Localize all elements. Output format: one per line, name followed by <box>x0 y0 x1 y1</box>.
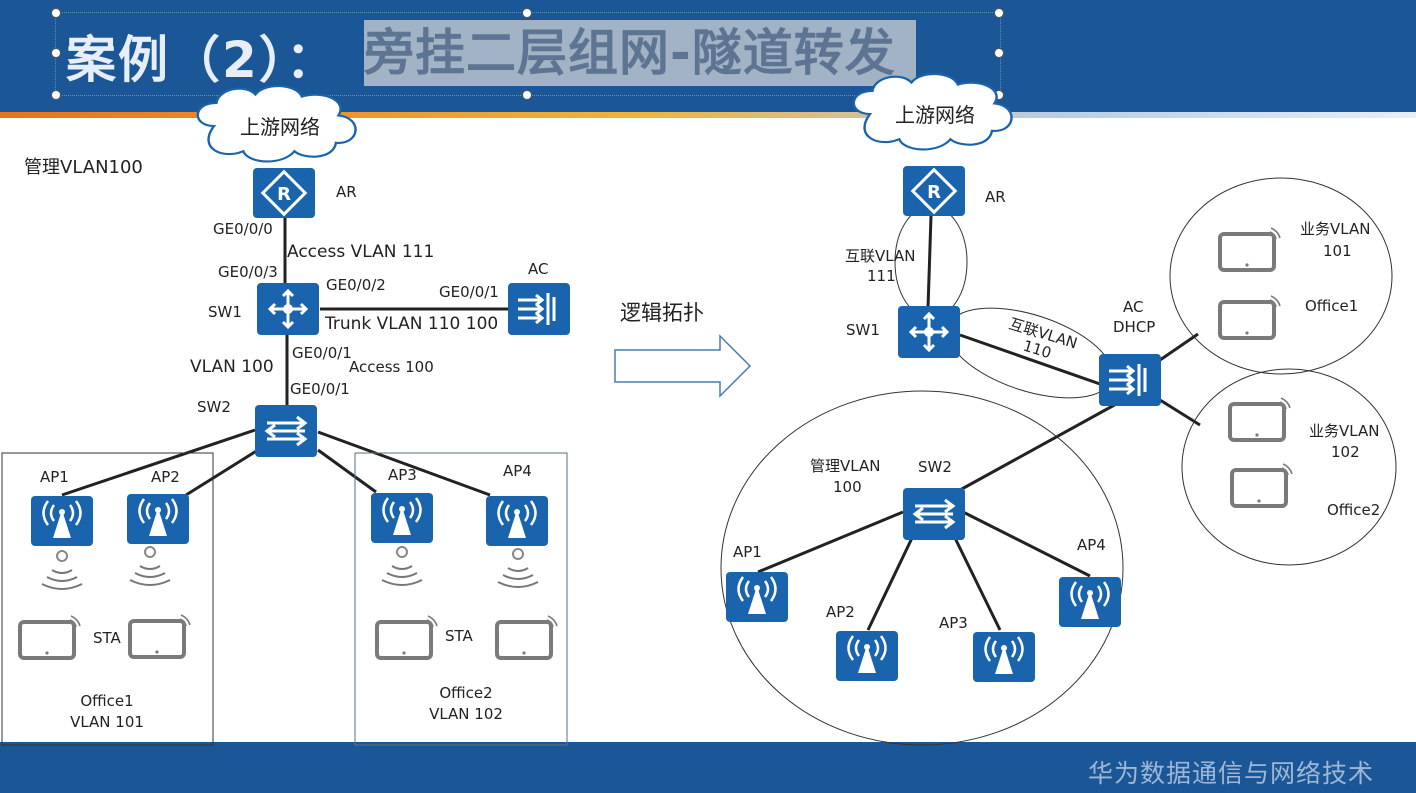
left-ap3-label: AP3 <box>388 466 417 484</box>
left-office1-label: Office1 <box>80 692 133 710</box>
right-biz101-label: 业务VLAN <box>1300 220 1370 238</box>
left-ap2-icon[interactable] <box>125 492 191 546</box>
right-office2-tablet-icon-a <box>1228 396 1292 442</box>
right-office2-tablet-icon-b <box>1230 462 1294 508</box>
left-sw2-up-port-label: GE0/0/1 <box>290 380 350 398</box>
left-sw2-label: SW2 <box>197 398 231 416</box>
resize-handle[interactable] <box>994 8 1004 18</box>
left-sta4-tablet-icon <box>495 614 559 660</box>
left-ap1-icon[interactable] <box>29 494 95 548</box>
left-sw1-l3switch-icon[interactable] <box>255 281 321 337</box>
right-sw1-label: SW1 <box>846 321 880 339</box>
left-sw1-down-port-label: GE0/0/1 <box>292 344 352 362</box>
left-trunk-label: Trunk VLAN 110 100 <box>324 314 498 334</box>
right-ar-router-icon[interactable] <box>901 164 967 218</box>
left-sw1-up-port-label: GE0/0/3 <box>218 263 278 281</box>
resize-handle[interactable] <box>522 90 532 100</box>
footer-bar <box>0 742 1416 793</box>
left-sta3-tablet-icon <box>375 614 439 660</box>
right-ap3-label: AP3 <box>939 614 968 632</box>
left-ap1-signal-icon <box>41 550 83 590</box>
resize-handle[interactable] <box>51 90 61 100</box>
right-sw2-switch-icon[interactable] <box>901 486 967 542</box>
left-sta1-tablet-icon <box>18 614 82 660</box>
left-ap3-icon[interactable] <box>369 491 435 545</box>
left-mgmt-vlan-label: 管理VLAN100 <box>24 157 143 178</box>
left-office2-vlan-label: VLAN 102 <box>429 705 503 723</box>
left-office1-vlan-label: VLAN 101 <box>70 713 144 731</box>
right-links <box>757 215 1201 631</box>
right-office1-label: Office1 <box>1305 297 1358 315</box>
right-office1-tablet-icon-a <box>1218 226 1282 272</box>
resize-handle[interactable] <box>522 8 532 18</box>
left-sw2-switch-icon[interactable] <box>253 403 319 459</box>
left-sw1-ac-port-label: GE0/0/2 <box>326 276 386 294</box>
right-sw2-label: SW2 <box>918 458 952 476</box>
slide-title: 案例（2）： <box>66 31 338 89</box>
right-ac-icon[interactable] <box>1097 352 1163 408</box>
left-ar-router-icon[interactable] <box>251 166 317 220</box>
logical-topology-label: 逻辑拓扑 <box>620 301 704 325</box>
slide-title-highlighted[interactable]: 旁挂二层组网-隧道转发 <box>364 20 916 86</box>
resize-handle[interactable] <box>51 48 61 58</box>
left-ap2-signal-icon <box>129 546 171 586</box>
right-interconnect111-label: 互联VLAN <box>845 247 915 265</box>
left-access-vlan111-label: Access VLAN 111 <box>287 242 434 262</box>
left-ac-icon[interactable] <box>506 281 572 337</box>
left-office1-box <box>1 452 214 746</box>
left-ap4-signal-icon <box>497 548 539 588</box>
left-upstream-label: 上游网络 <box>240 115 320 139</box>
right-upstream-label: 上游网络 <box>895 103 975 127</box>
right-mgmt-label: 管理VLAN <box>810 457 880 475</box>
left-sta2-tablet-icon <box>128 613 192 659</box>
left-vlan100-label: VLAN 100 <box>190 357 274 377</box>
right-ap2-label: AP2 <box>826 603 855 621</box>
right-office1-tablet-icon-b <box>1218 294 1282 340</box>
right-biz102-label: 业务VLAN <box>1309 422 1379 440</box>
left-ar-port-label: GE0/0/0 <box>213 220 273 238</box>
header-stripe <box>0 112 1416 118</box>
resize-handle[interactable] <box>994 48 1004 58</box>
left-access100-label: Access 100 <box>349 358 434 376</box>
left-sta2-label: STA <box>445 627 474 645</box>
right-ap1-label: AP1 <box>733 543 762 561</box>
left-sta1-label: STA <box>93 629 122 647</box>
left-sw1-label: SW1 <box>208 303 242 321</box>
footer-text: 华为数据通信与网络技术 <box>1087 759 1374 788</box>
right-arrow-icon <box>614 334 752 398</box>
right-ap2-icon[interactable] <box>834 629 900 683</box>
right-ap1-icon[interactable] <box>724 570 790 624</box>
right-ac-label: AC <box>1123 298 1143 316</box>
left-ac-label: AC <box>528 260 548 278</box>
right-ap4-label: AP4 <box>1077 536 1106 554</box>
left-office2-box <box>354 452 568 746</box>
right-office2-label: Office2 <box>1327 501 1380 519</box>
right-dhcp-label: DHCP <box>1113 318 1155 336</box>
left-ap4-label: AP4 <box>503 462 532 480</box>
left-ap3-signal-icon <box>381 546 423 586</box>
right-sw1-l3switch-icon[interactable] <box>896 304 962 360</box>
right-mgmt-value: 100 <box>833 478 862 496</box>
right-ap3-icon[interactable] <box>971 630 1037 684</box>
left-ac-port-label: GE0/0/1 <box>439 283 499 301</box>
right-ap4-icon[interactable] <box>1057 575 1123 629</box>
left-ar-label: AR <box>336 183 357 201</box>
resize-handle[interactable] <box>51 8 61 18</box>
right-interconnect111-value: 111 <box>867 267 896 285</box>
left-office2-label: Office2 <box>439 684 492 702</box>
left-ap1-label: AP1 <box>40 468 69 486</box>
right-biz102-value: 102 <box>1331 443 1360 461</box>
right-biz101-value: 101 <box>1323 242 1352 260</box>
right-ar-label: AR <box>985 188 1006 206</box>
left-ap2-label: AP2 <box>151 468 180 486</box>
left-links <box>61 218 509 497</box>
left-ap4-icon[interactable] <box>484 494 550 548</box>
